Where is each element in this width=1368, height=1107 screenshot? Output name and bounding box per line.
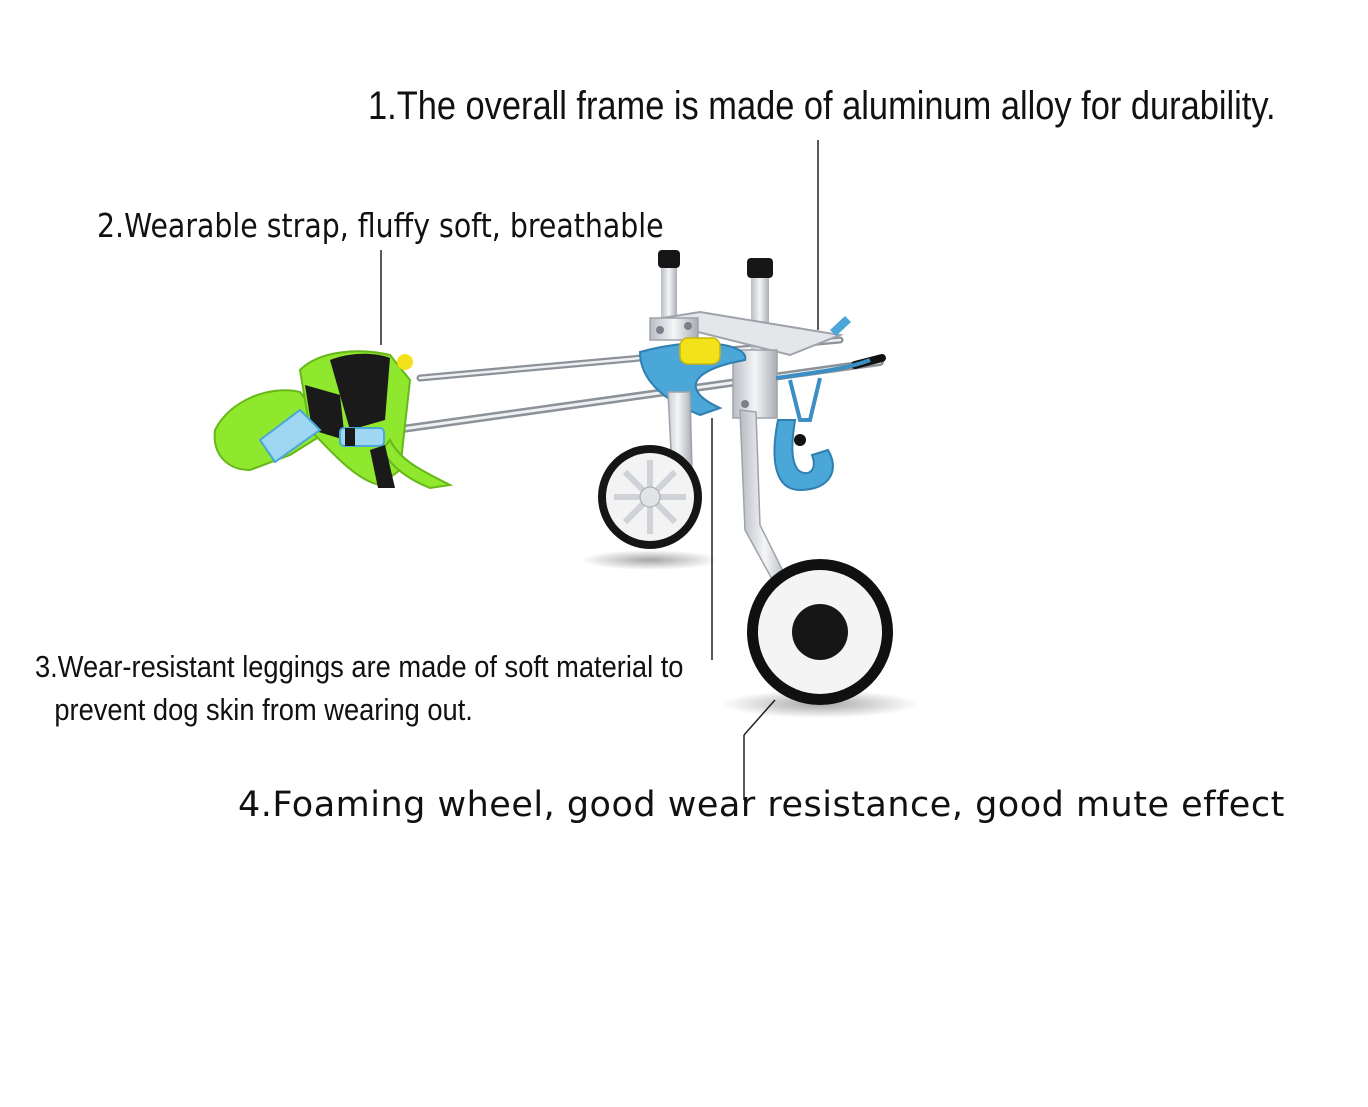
callout-leggings-line2: prevent dog skin from wearing out. [54, 692, 473, 728]
wearable-strap [213, 350, 454, 490]
callout-frame: 1.The overall frame is made of aluminum … [368, 84, 1276, 128]
front-wheel-assembly [598, 391, 702, 549]
rear-wheel-assembly [739, 409, 893, 705]
leg-padding [638, 316, 871, 492]
callout-wheel: 4.Foaming wheel, good wear resistance, g… [238, 785, 1285, 825]
callout-leggings-line1: 3.Wear-resistant leggings are made of so… [35, 649, 684, 684]
front-wheel-shadow [580, 550, 720, 570]
callout-strap: 2.Wearable strap, fluffy soft, breathabl… [97, 206, 664, 245]
callout-leggings: 3.Wear-resistant leggings are made of so… [35, 648, 683, 728]
